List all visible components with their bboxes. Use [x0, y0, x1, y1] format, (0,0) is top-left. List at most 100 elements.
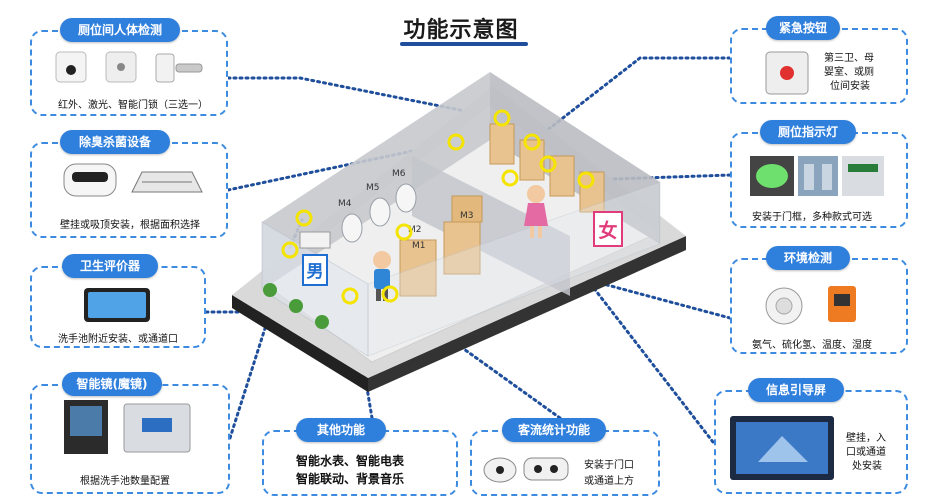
caption-other-line1: 智能水表、智能电表 [296, 454, 405, 468]
caption-deodorize: 壁挂或吸顶安装，根据面积选择 [60, 220, 200, 231]
pill-other: 其他功能 [296, 418, 386, 442]
evaluator-tablet-icon [84, 288, 150, 322]
infrared-sensor-icon [55, 51, 87, 83]
caption-presence-detection: 红外、激光、智能门锁（三选一） [58, 100, 208, 111]
male-person-figure [373, 251, 391, 301]
pill-presence-detection: 厕位间人体检测 [60, 18, 180, 42]
female-stall [519, 139, 545, 181]
urinal [395, 183, 417, 213]
wall-front-right [367, 181, 661, 357]
pill-mirror: 智能镜(魔镜) [62, 372, 162, 396]
male-sign-box [302, 254, 328, 286]
marker [381, 285, 399, 303]
plant [289, 299, 303, 313]
evaluator-device [84, 288, 150, 322]
caption-other-line2: 智能联动、背景音乐 [296, 472, 405, 486]
stall-label-m5: M5 [366, 183, 380, 193]
emergency-device [765, 51, 809, 95]
ceiling-deodorizer-icon [131, 171, 203, 193]
urinals [341, 183, 417, 243]
mirror-devices [64, 400, 191, 454]
female-sign-box [593, 211, 623, 247]
panel-environment [730, 258, 908, 354]
stall-label-m6: M6 [392, 169, 406, 179]
pill-environment: 环境检测 [766, 246, 850, 270]
environment-devices [765, 286, 856, 325]
female-sign: 女 [598, 219, 617, 242]
guide-device [730, 416, 834, 480]
marker [493, 109, 511, 127]
air-sensor-icon [765, 287, 803, 325]
marker [295, 209, 313, 227]
stall-label-m3: M3 [460, 211, 474, 221]
flow-camera-icon [483, 457, 517, 483]
presence-devices [55, 51, 203, 83]
caption-emergency-line2: 婴室、或厕 [824, 67, 874, 78]
marker [501, 169, 519, 187]
sink [299, 231, 331, 249]
caption-environment: 氨气、硫化氢、温度、湿度 [752, 340, 872, 351]
caption-guide-line1: 壁挂，入 [846, 433, 886, 444]
urinal [341, 213, 363, 243]
marker [395, 223, 413, 241]
caption-emergency-line3: 位间安装 [830, 81, 870, 92]
pill-guide: 信息引导屏 [748, 378, 844, 402]
emergency-button-icon [765, 51, 809, 95]
stall-label-m1: M1 [412, 241, 426, 251]
male-stall [451, 195, 483, 223]
caption-evaluator: 洗手池附近安装、或通道口 [58, 334, 178, 345]
male-stalls [399, 195, 483, 297]
panel-evaluator [30, 266, 206, 348]
marker [341, 287, 359, 305]
pill-indicator: 厕位指示灯 [760, 120, 856, 144]
marker [281, 241, 299, 259]
deodorize-devices [63, 163, 203, 197]
pill-deodorize: 除臭杀菌设备 [60, 130, 170, 154]
page-title: 功能示意图 [403, 18, 519, 43]
marker [447, 133, 465, 151]
stall-label-m2: M2 [408, 225, 422, 235]
laser-sensor-icon [105, 51, 137, 83]
flow-counter-icon [523, 457, 569, 481]
smart-mirror-icon [64, 400, 108, 454]
indicator-light-icon [750, 156, 794, 196]
caption-flow-line1: 安装于门口 [584, 460, 634, 471]
flow-devices [483, 457, 569, 483]
floor-base-side [232, 295, 368, 392]
pill-emergency: 紧急按钮 [766, 16, 840, 40]
marker [523, 133, 541, 151]
caption-emergency-line1: 第三卫、母 [824, 53, 874, 64]
smart-mirror-wide-icon [123, 403, 191, 453]
plant [315, 315, 329, 329]
caption-flow-line2: 或通道上方 [584, 476, 634, 487]
caption-guide-line2: 口或通道 [846, 447, 886, 458]
plants [263, 283, 329, 329]
indicator-corridor-icon [798, 156, 838, 196]
pill-flow: 客流统计功能 [502, 418, 606, 442]
connector-emergency [530, 56, 732, 144]
plant [263, 283, 277, 297]
wall-back-right [490, 72, 660, 244]
male-sign: 男 [307, 262, 324, 282]
marker [577, 171, 595, 189]
marker [539, 155, 557, 173]
caption-indicator: 安装于门框，多种款式可选 [752, 212, 872, 223]
urinal [369, 197, 391, 227]
indicator-devices [750, 156, 884, 196]
indicator-sign-icon [842, 156, 884, 196]
wall-deodorizer-icon [63, 163, 117, 197]
female-person-figure [524, 185, 548, 238]
floor-base-front [368, 236, 686, 392]
smart-lock-icon [155, 53, 203, 83]
pill-evaluator: 卫生评价器 [62, 254, 158, 278]
sensor-markers [281, 109, 595, 305]
connector-presence [226, 76, 502, 120]
caption-mirror: 根据洗手池数量配置 [80, 476, 170, 487]
gas-detector-icon [828, 286, 856, 322]
title-underline [400, 42, 528, 46]
female-stalls [489, 123, 605, 213]
male-stall [399, 239, 437, 297]
wall-female-left [412, 156, 570, 296]
stall-label-m4: M4 [338, 199, 352, 209]
